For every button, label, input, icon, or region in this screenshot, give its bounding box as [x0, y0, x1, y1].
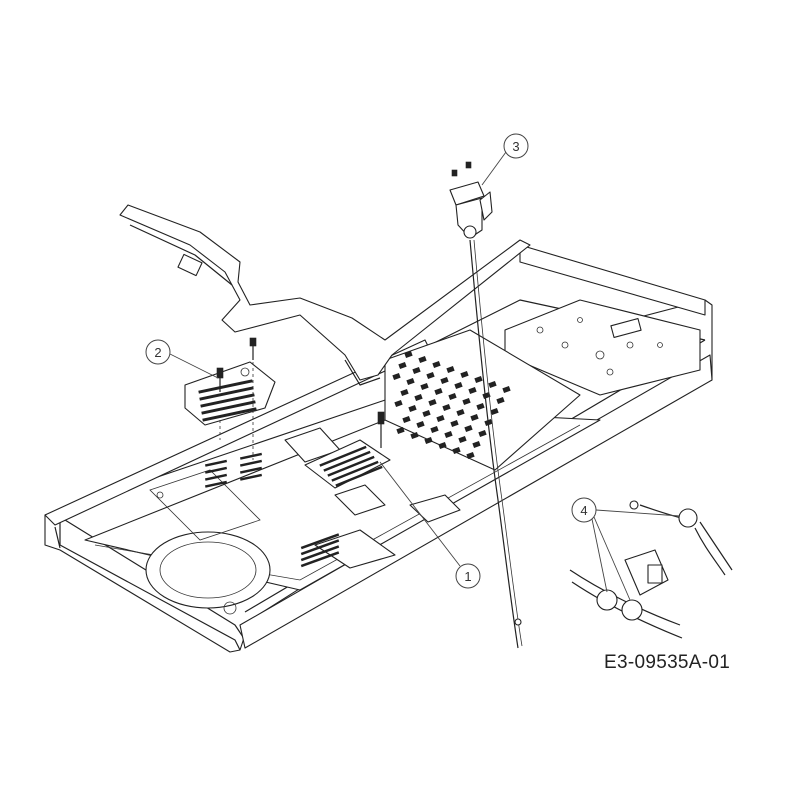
plate-slot: [198, 379, 253, 394]
grate-hole: [404, 350, 413, 359]
grate-hole: [502, 385, 511, 394]
floor-slot: [204, 466, 228, 474]
grate-hole: [412, 366, 421, 375]
callout-1[interactable]: 1: [379, 461, 481, 589]
part-1-slotted-plate: [304, 439, 391, 489]
callout-4[interactable]: 4: [571, 497, 681, 601]
grate-hole: [466, 451, 475, 460]
grate-hole: [490, 407, 499, 416]
cable-end: [514, 618, 522, 626]
grate-hole: [416, 420, 425, 429]
grate-hole: [436, 414, 445, 423]
callout-1-label: 1: [464, 569, 471, 584]
grate-hole: [442, 403, 451, 412]
grate-hole: [446, 365, 455, 374]
grate-hole: [396, 426, 405, 435]
drawing-code: E3-09535A-01: [604, 652, 731, 673]
part-3-cable: [469, 239, 519, 649]
plate-slot: [323, 450, 371, 472]
part-4-wiring-harness: [569, 500, 733, 639]
grate-hole: [456, 408, 465, 417]
grate-hole: [408, 404, 417, 413]
grate-hole: [402, 415, 411, 424]
grate-hole: [458, 435, 467, 444]
part-2-screw: [216, 337, 257, 392]
upper-crossbar: [119, 204, 531, 386]
grate-hole: [426, 371, 435, 380]
floor-slot: [239, 466, 263, 474]
floor-slot: [300, 539, 340, 556]
callout-2-label: 2: [154, 345, 161, 360]
floor-slot: [239, 473, 263, 481]
grate-hole: [478, 429, 487, 438]
floor-slot: [239, 452, 263, 460]
floor-slot: [204, 459, 228, 467]
part-3-cable-sheath: [473, 239, 523, 647]
grate-hole: [400, 388, 409, 397]
grate-hole: [454, 381, 463, 390]
grate-hole: [430, 425, 439, 434]
grate-hole: [450, 419, 459, 428]
plate-slot: [200, 393, 255, 408]
grate-hole: [398, 361, 407, 370]
floor-slot: [204, 473, 228, 481]
grate-hole: [428, 398, 437, 407]
grate-hole: [422, 409, 431, 418]
floor-slot: [204, 480, 228, 488]
floor-slot: [300, 551, 340, 568]
floor-slot: [300, 545, 340, 562]
grate-hole: [394, 399, 403, 408]
grate-hole: [434, 387, 443, 396]
grate-hole: [470, 413, 479, 422]
grate-hole: [462, 397, 471, 406]
grate-hole: [496, 396, 505, 405]
perforated-grate: [384, 329, 581, 471]
floor-slot: [239, 459, 263, 467]
grate-hole: [440, 376, 449, 385]
grate-hole: [410, 431, 419, 440]
grate-hole: [406, 377, 415, 386]
part-2-slotted-plate: [184, 361, 276, 426]
grate-hole: [452, 446, 461, 455]
grate-hole: [432, 360, 441, 369]
grate-hole: [448, 392, 457, 401]
plate-slot: [202, 407, 257, 422]
grate-hole: [474, 375, 483, 384]
grate-hole: [472, 440, 481, 449]
part-1-bolt: [377, 411, 385, 448]
callout-3[interactable]: 3: [481, 133, 529, 186]
grate-hole: [414, 393, 423, 402]
plate-slot: [319, 445, 367, 467]
grate-hole: [418, 355, 427, 364]
part-3-cable-bracket: [449, 161, 493, 239]
plate-slot: [201, 400, 256, 415]
grate-hole: [468, 386, 477, 395]
grate-hole: [464, 424, 473, 433]
floor-cutouts: [145, 427, 461, 615]
callout-3-label: 3: [512, 139, 519, 154]
plate-slot: [331, 460, 379, 482]
plate-slot: [199, 386, 254, 401]
grate-hole: [420, 382, 429, 391]
plate-slot: [335, 465, 383, 487]
floor-slot: [300, 533, 340, 550]
grate-hole: [392, 372, 401, 381]
grate-hole: [438, 441, 447, 450]
callout-4-label: 4: [580, 503, 587, 518]
floor-slots: [204, 452, 340, 568]
callout-2[interactable]: 2: [145, 339, 219, 379]
grate-hole: [460, 370, 469, 379]
plate-slot: [327, 455, 375, 477]
grate-hole: [424, 436, 433, 445]
grate-hole: [476, 402, 485, 411]
grate-hole: [488, 380, 497, 389]
grate-hole: [444, 430, 453, 439]
rear-plate: [504, 299, 701, 396]
